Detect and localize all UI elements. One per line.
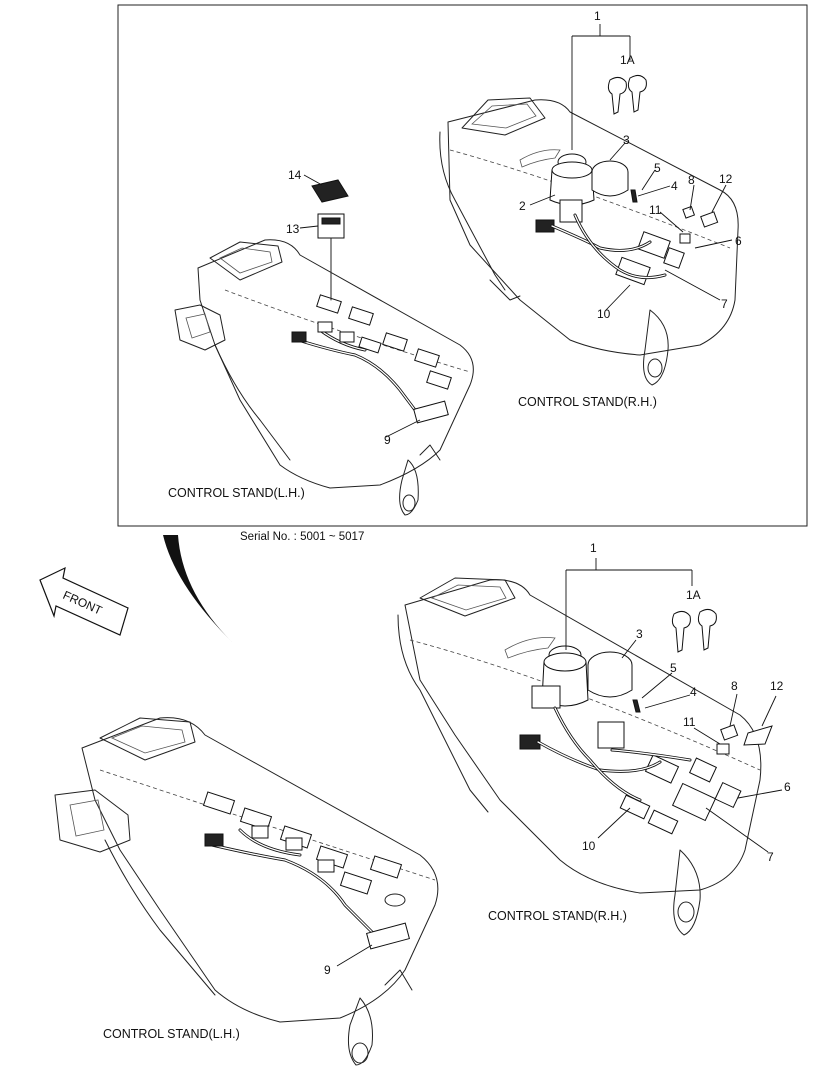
callout-6-top: 6 — [735, 234, 742, 248]
callout-5-bottom: 5 — [670, 661, 677, 675]
callout-10-bottom: 10 — [582, 839, 596, 853]
top-rh-hourmeter — [591, 160, 629, 197]
callout-14-top: 14 — [288, 168, 302, 182]
callout-9-top: 9 — [384, 433, 391, 447]
top-rh-starter-switch — [549, 153, 595, 223]
label-top-control-stand-lh: CONTROL STAND(L.H.) — [168, 486, 305, 500]
top-callout-leaders — [299, 24, 733, 438]
callout-11-bottom: 11 — [683, 715, 696, 729]
serial-range-frame — [117, 4, 808, 527]
top-rh-switch-panel — [535, 189, 719, 286]
callout-11-top: 11 — [649, 203, 662, 217]
callout-3-bottom: 3 — [636, 627, 643, 641]
top-lh-wiring-harness — [291, 321, 449, 424]
callout-1-top: 1 — [594, 9, 601, 23]
label-top-control-stand-rh: CONTROL STAND(R.H.) — [518, 395, 657, 409]
front-direction-arrow: FRONT — [39, 566, 129, 636]
callout-1a-bottom: 1A — [686, 588, 701, 602]
callout-2-top: 2 — [519, 199, 526, 213]
callout-12-bottom: 12 — [770, 679, 784, 693]
top-lh-rocker-switch — [311, 179, 349, 301]
label-bottom-control-stand-lh: CONTROL STAND(L.H.) — [103, 1027, 240, 1041]
bottom-rh-switch-panel — [519, 699, 773, 835]
bottom-lh-console-pads — [202, 791, 406, 907]
bottom-rh-key-set — [671, 608, 717, 653]
callout-7-bottom: 7 — [767, 850, 774, 864]
bottom-rh-starter-switch — [531, 645, 589, 709]
callout-13-top: 13 — [286, 222, 300, 236]
top-rh-control-stand-body — [439, 97, 739, 386]
callout-4-bottom: 4 — [690, 685, 697, 699]
bottom-lh-wiring-harness — [204, 825, 411, 950]
callout-1a-top: 1A — [620, 53, 635, 67]
callout-1-bottom: 1 — [590, 541, 597, 555]
callout-4-top: 4 — [671, 179, 678, 193]
callout-9-bottom: 9 — [324, 963, 331, 977]
callout-10-top: 10 — [597, 307, 611, 321]
bottom-lh-control-stand-body — [54, 717, 439, 1066]
callout-8-top: 8 — [688, 173, 695, 187]
top-rh-key-set — [607, 74, 647, 115]
sweep-curve-mark — [163, 535, 232, 642]
top-rh-wiring-harness — [550, 213, 667, 280]
top-callout-numbers: 1 1A 2 3 4 5 6 7 8 9 10 11 12 13 14 — [286, 9, 742, 447]
callout-3-top: 3 — [623, 133, 630, 147]
callout-8-bottom: 8 — [731, 679, 738, 693]
label-bottom-control-stand-rh: CONTROL STAND(R.H.) — [488, 909, 627, 923]
callout-12-top: 12 — [719, 172, 733, 186]
bottom-rh-wiring-harness — [536, 706, 692, 802]
callout-5-top: 5 — [654, 161, 661, 175]
bottom-rh-hourmeter — [587, 651, 633, 698]
callout-6-bottom: 6 — [784, 780, 791, 794]
bottom-callout-numbers: 1 1A 3 4 5 6 7 8 9 10 11 12 — [324, 541, 791, 977]
callout-7-top: 7 — [721, 297, 728, 311]
top-lh-console-pads — [316, 294, 452, 390]
serial-number-range: Serial No. : 5001 ~ 5017 — [240, 531, 364, 543]
top-lh-control-stand-body — [174, 239, 474, 516]
bottom-callout-leaders — [336, 558, 783, 967]
